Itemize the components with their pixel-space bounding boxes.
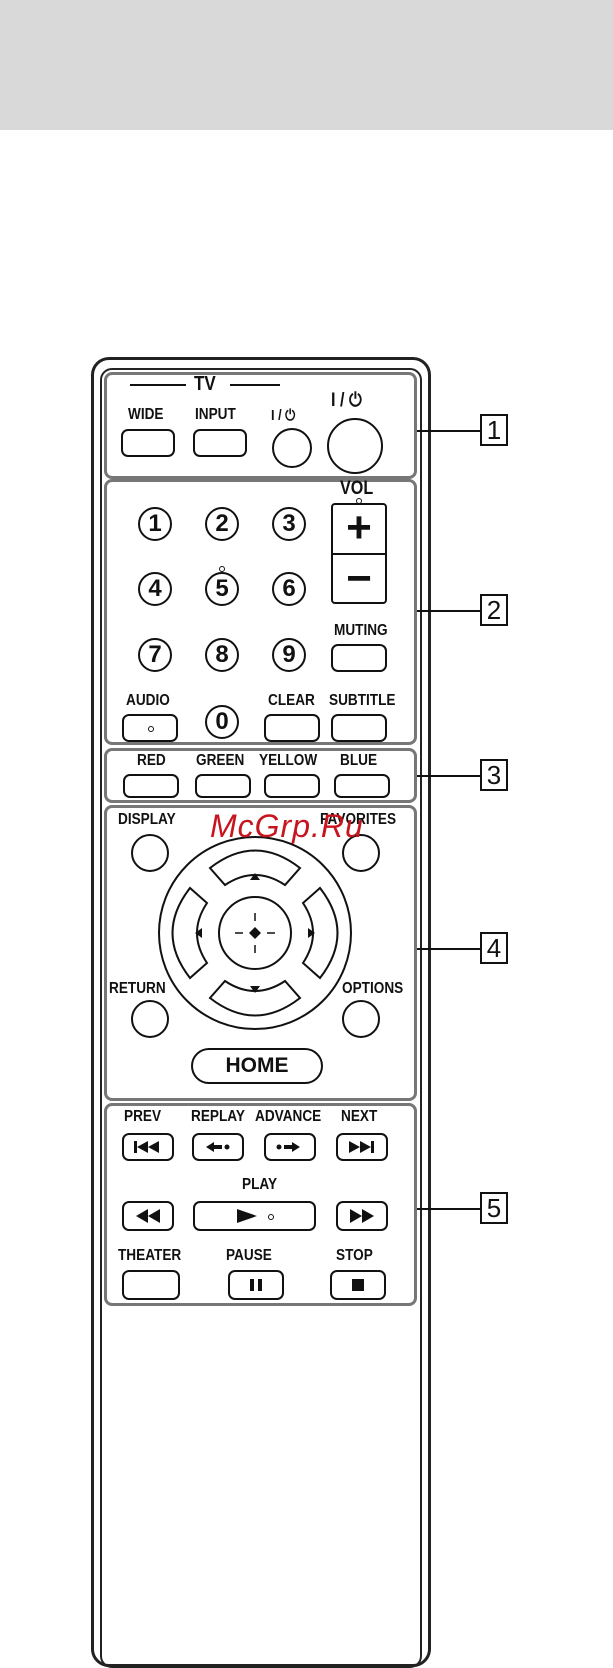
advance-button[interactable] <box>264 1133 316 1161</box>
advance-icon <box>266 1135 314 1159</box>
callout-5: 5 <box>480 1192 508 1224</box>
pause-icon <box>230 1272 282 1298</box>
yellow-label: YELLOW <box>259 752 317 770</box>
stop-icon <box>332 1272 384 1298</box>
fast-forward-button[interactable] <box>336 1201 388 1231</box>
prev-label: PREV <box>124 1108 161 1126</box>
clear-button[interactable] <box>264 714 320 742</box>
tv-power-label: I / ⏻ <box>271 407 295 424</box>
home-button[interactable]: HOME <box>191 1048 323 1084</box>
power-label: I / ⏻ <box>331 390 362 412</box>
prev-icon <box>124 1135 172 1159</box>
digit-8-button[interactable]: 8 <box>205 638 239 672</box>
power-button[interactable] <box>327 418 383 474</box>
advance-label: ADVANCE <box>255 1108 321 1126</box>
tv-power-button[interactable] <box>272 428 312 468</box>
pause-label: PAUSE <box>226 1247 272 1265</box>
play-label: PLAY <box>242 1176 277 1194</box>
digit-7-button[interactable]: 7 <box>138 638 172 672</box>
navigation-pad[interactable] <box>155 833 355 1033</box>
red-label: RED <box>137 752 166 770</box>
wide-button[interactable] <box>121 429 175 457</box>
input-button[interactable] <box>193 429 247 457</box>
yellow-button[interactable] <box>264 774 320 798</box>
digit-2-button[interactable]: 2 <box>205 507 239 541</box>
digit-1-button[interactable]: 1 <box>138 507 172 541</box>
audio-tactile-dot <box>148 726 154 732</box>
callout-line-4 <box>417 948 480 950</box>
callout-line-1 <box>417 430 480 432</box>
return-label: RETURN <box>109 980 166 998</box>
green-button[interactable] <box>195 774 251 798</box>
prev-button[interactable] <box>122 1133 174 1161</box>
tv-group-label: TV <box>194 373 216 396</box>
digit-0-button[interactable]: 0 <box>205 705 239 739</box>
play-button[interactable] <box>193 1201 316 1231</box>
digit-9-button[interactable]: 9 <box>272 638 306 672</box>
group-line-left <box>130 384 186 386</box>
subtitle-label: SUBTITLE <box>329 692 395 710</box>
callout-line-3 <box>417 775 480 777</box>
replay-button[interactable] <box>192 1133 244 1161</box>
next-button[interactable] <box>336 1133 388 1161</box>
input-label: INPUT <box>195 406 236 424</box>
clear-label: CLEAR <box>268 692 315 710</box>
audio-label: AUDIO <box>126 692 170 710</box>
pause-button[interactable] <box>228 1270 284 1300</box>
callout-3: 3 <box>480 759 508 791</box>
vol-up-button[interactable]: + <box>333 505 385 551</box>
blue-button[interactable] <box>334 774 390 798</box>
green-label: GREEN <box>196 752 244 770</box>
vol-label: VOL <box>340 478 373 500</box>
theater-label: THEATER <box>118 1247 181 1265</box>
digit-6-button[interactable]: 6 <box>272 572 306 606</box>
stop-label: STOP <box>336 1247 373 1265</box>
stop-button[interactable] <box>330 1270 386 1300</box>
callout-4: 4 <box>480 932 508 964</box>
red-button[interactable] <box>123 774 179 798</box>
display-label: DISPLAY <box>118 811 176 829</box>
next-icon <box>338 1135 386 1159</box>
callout-1: 1 <box>480 414 508 446</box>
callout-2: 2 <box>480 594 508 626</box>
callout-line-5 <box>417 1208 480 1210</box>
play-icon <box>195 1203 314 1229</box>
digit-5-tactile-dot <box>219 566 225 572</box>
group-line-right <box>230 384 280 386</box>
digit-4-button[interactable]: 4 <box>138 572 172 606</box>
header-band <box>0 0 613 130</box>
replay-label: REPLAY <box>191 1108 245 1126</box>
rewind-icon <box>124 1203 172 1229</box>
rewind-button[interactable] <box>122 1201 174 1231</box>
blue-label: BLUE <box>340 752 377 770</box>
vol-down-button[interactable]: − <box>333 556 385 602</box>
watermark: McGrp.Ru <box>210 808 364 845</box>
return-button[interactable] <box>131 1000 169 1038</box>
digit-3-button[interactable]: 3 <box>272 507 306 541</box>
options-label: OPTIONS <box>342 980 403 998</box>
digit-5-button[interactable]: 5 <box>205 572 239 606</box>
muting-label: MUTING <box>334 622 388 640</box>
fast-forward-icon <box>338 1203 386 1229</box>
options-button[interactable] <box>342 1000 380 1038</box>
replay-icon <box>194 1135 242 1159</box>
wide-label: WIDE <box>128 406 164 424</box>
theater-button[interactable] <box>122 1270 180 1300</box>
next-label: NEXT <box>341 1108 377 1126</box>
muting-button[interactable] <box>331 644 387 672</box>
subtitle-button[interactable] <box>331 714 387 742</box>
callout-line-2 <box>417 610 480 612</box>
